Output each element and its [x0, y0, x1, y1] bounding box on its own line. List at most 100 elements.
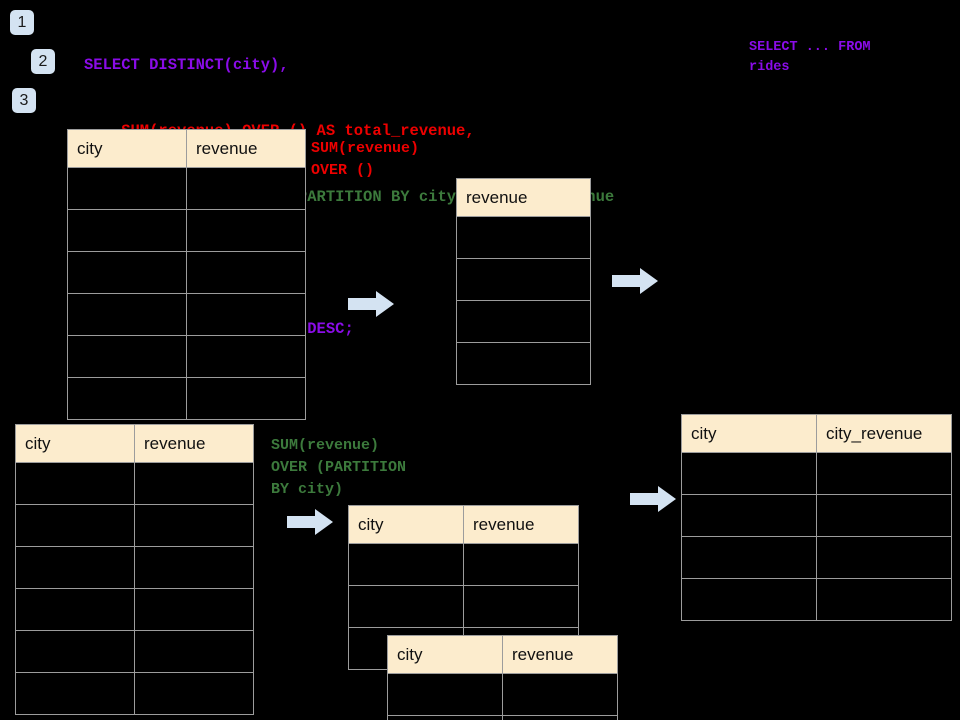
column-header-revenue: revenue — [186, 129, 306, 168]
table-cell — [816, 494, 952, 537]
column-header-city: city — [15, 424, 135, 463]
table-header-row: city city_revenue — [681, 414, 952, 453]
table-row — [681, 536, 952, 579]
table-rides-source-top: city revenue — [67, 129, 306, 420]
table-cell — [134, 630, 254, 673]
table-body — [67, 167, 306, 420]
table-cell — [134, 504, 254, 547]
table-cell — [681, 452, 817, 495]
table-row — [456, 216, 591, 259]
table-cell — [348, 585, 464, 628]
table-cell — [456, 342, 591, 385]
table-header-row: city revenue — [15, 424, 254, 463]
table-cell — [816, 536, 952, 579]
table-cell — [348, 543, 464, 586]
table-cell — [502, 715, 618, 720]
table-row — [348, 585, 579, 628]
table-cell — [387, 715, 503, 720]
table-cell — [463, 543, 579, 586]
table-partition-group-back: city revenue — [348, 505, 579, 670]
table-body — [681, 452, 952, 621]
table-cell — [134, 588, 254, 631]
column-header-city: city — [67, 129, 187, 168]
column-header-revenue: revenue — [502, 635, 618, 674]
table-row — [67, 209, 306, 252]
table-cell — [15, 630, 135, 673]
column-header-city: city — [348, 505, 464, 544]
table-cell — [67, 167, 187, 210]
table-cell — [134, 546, 254, 589]
table-city-revenue-result: city city_revenue — [681, 414, 952, 621]
table-row — [67, 251, 306, 294]
column-header-city: city — [387, 635, 503, 674]
table-cell — [186, 209, 306, 252]
table-row — [387, 715, 618, 720]
table-row — [15, 588, 254, 631]
arrow-total-to-result — [612, 268, 658, 294]
step-badge-1: 1 — [10, 10, 34, 35]
column-header-revenue: revenue — [456, 178, 591, 217]
table-cell — [681, 578, 817, 621]
table-cell — [134, 672, 254, 715]
step-badge-3: 3 — [12, 88, 36, 113]
sql-line-select: SELECT DISTINCT(city), — [84, 56, 289, 74]
table-cell — [67, 335, 187, 378]
table-body — [15, 462, 254, 715]
annotation-sum-over-empty: SUM(revenue) OVER () — [311, 140, 420, 179]
table-cell — [15, 462, 135, 505]
table-cell — [15, 588, 135, 631]
table-row — [456, 258, 591, 301]
table-body — [387, 673, 618, 720]
table-cell — [816, 452, 952, 495]
annotation-sum-over-partition: SUM(revenue) OVER (PARTITION BY city) — [271, 437, 407, 498]
table-cell — [67, 293, 187, 336]
table-cell — [681, 536, 817, 579]
table-cell — [186, 377, 306, 420]
table-row — [456, 300, 591, 343]
table-cell — [816, 578, 952, 621]
table-cell — [186, 167, 306, 210]
arrow-source-to-partition — [287, 509, 333, 535]
table-cell — [456, 300, 591, 343]
table-row — [681, 578, 952, 621]
table-row — [67, 293, 306, 336]
table-row — [15, 462, 254, 505]
table-cell — [67, 377, 187, 420]
column-header-city: city — [681, 414, 817, 453]
table-cell — [186, 335, 306, 378]
table-cell — [681, 494, 817, 537]
table-cell — [15, 546, 135, 589]
arrow-partition-to-result — [630, 486, 676, 512]
table-header-row: revenue — [456, 178, 591, 217]
table-cell — [186, 251, 306, 294]
column-header-revenue: revenue — [463, 505, 579, 544]
table-cell — [15, 672, 135, 715]
table-header-row: city revenue — [348, 505, 579, 544]
table-header-row: city revenue — [387, 635, 618, 674]
table-row — [15, 630, 254, 673]
table-row — [15, 504, 254, 547]
table-row — [348, 543, 579, 586]
table-cell — [456, 258, 591, 301]
table-cell — [134, 462, 254, 505]
table-partition-group-front: city revenue — [387, 635, 618, 720]
column-header-city-revenue: city_revenue — [816, 414, 952, 453]
table-cell — [186, 293, 306, 336]
table-total-revenue: revenue — [456, 178, 591, 385]
table-cell — [15, 504, 135, 547]
step-badge-2: 2 — [31, 49, 55, 74]
table-row — [67, 167, 306, 210]
table-row — [15, 546, 254, 589]
table-cell — [502, 673, 618, 716]
table-row — [67, 335, 306, 378]
annotation-select-from-rides: SELECT ... FROM rides — [749, 40, 871, 75]
table-body — [456, 216, 591, 385]
arrow-source-to-total — [348, 291, 394, 317]
table-cell — [67, 209, 187, 252]
table-row — [67, 377, 306, 420]
table-rides-source-bottom: city revenue — [15, 424, 254, 715]
table-cell — [67, 251, 187, 294]
column-header-revenue: revenue — [134, 424, 254, 463]
table-cell — [387, 673, 503, 716]
